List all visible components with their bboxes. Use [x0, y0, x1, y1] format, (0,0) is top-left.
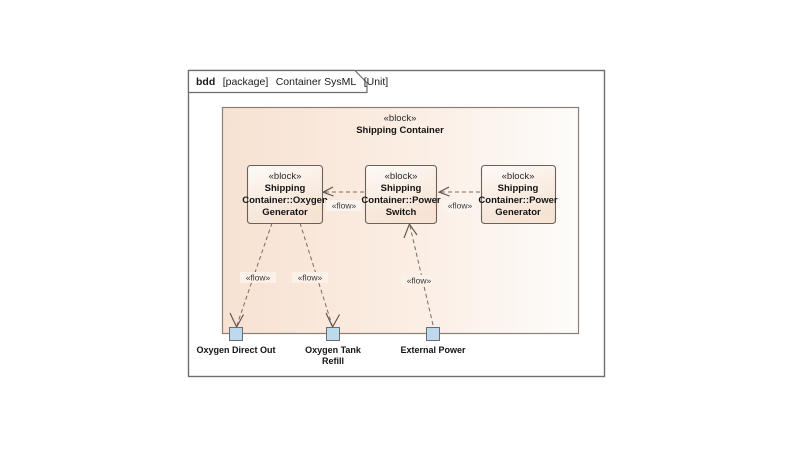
connector-oxygen-generator-to-direct-out [236, 222, 273, 326]
shipping-container-name: Shipping Container [356, 125, 444, 136]
port-oxygen-tank-refill-label-line2: Refill [322, 356, 344, 366]
frame-suffix: [Unit] [364, 76, 389, 88]
block-power-switch[interactable]: «block» Shipping Container::Power Switch [361, 164, 441, 225]
flow-label-text-4: «flow» [298, 273, 323, 283]
frame-name-tab [187, 69, 368, 94]
block-power-switch-name-line2: Container::Power [361, 195, 440, 206]
block-power-switch-name-line3: Switch [386, 207, 417, 218]
block-power-generator-name-line3: Generator [495, 207, 541, 218]
flow-label-text-3: «flow» [246, 273, 271, 283]
block-power-generator-stereotype: «block» [502, 171, 535, 182]
block-power-generator-box[interactable] [480, 164, 557, 225]
flow-label-plate-4 [292, 272, 328, 283]
flow-label-power-switch-to-oxygen-generator: «flow» [326, 200, 362, 211]
frame-name: Container SysML [276, 76, 357, 88]
block-oxygen-generator-name-line1: Shipping [265, 183, 306, 194]
block-oxygen-generator-box[interactable] [246, 164, 324, 225]
block-power-generator[interactable]: «block» Shipping Container::Power Genera… [478, 164, 558, 225]
block-oxygen-generator-name-line3: Generator [262, 207, 308, 218]
flow-label-oxygen-generator-to-tank-refill: «flow» [292, 272, 328, 283]
block-power-generator-name-line2: Container::Power [478, 195, 557, 206]
flow-label-text-1: «flow» [332, 201, 357, 211]
flow-label-text-5: «flow» [407, 276, 432, 286]
port-oxygen-direct-out[interactable]: Oxygen Direct Out [196, 327, 276, 356]
flow-label-oxygen-generator-to-direct-out: «flow» [240, 272, 276, 283]
block-power-generator-name-line1: Shipping [498, 183, 539, 194]
frame-qualifier: [package] [223, 76, 269, 88]
block-oxygen-generator[interactable]: «block» Shipping Container::Oxygen Gener… [242, 164, 328, 225]
block-power-switch-name-line1: Shipping [381, 183, 422, 194]
port-oxygen-direct-out-label: Oxygen Direct Out [196, 345, 275, 355]
flow-label-external-power-to-power-switch: «flow» [401, 275, 437, 286]
port-oxygen-tank-refill-label-line1: Oxygen Tank [305, 345, 362, 355]
port-external-power-square[interactable] [426, 327, 440, 341]
arrowhead-to-power-switch [437, 186, 450, 197]
port-external-power[interactable]: External Power [400, 327, 466, 356]
port-oxygen-direct-out-square[interactable] [229, 327, 243, 341]
block-power-switch-box[interactable] [364, 164, 438, 225]
block-oxygen-generator-stereotype: «block» [269, 171, 302, 182]
block-power-switch-stereotype: «block» [385, 171, 418, 182]
block-oxygen-generator-name-line2: Container::Oxygen [242, 195, 328, 206]
connector-oxygen-generator-to-tank-refill [299, 222, 333, 326]
port-external-power-label: External Power [400, 345, 466, 355]
frame-kind: bdd [196, 76, 215, 88]
flow-label-plate-1 [326, 200, 362, 211]
flow-label-plate-5 [401, 275, 437, 286]
port-oxygen-tank-refill[interactable]: Oxygen Tank Refill [305, 327, 362, 367]
shipping-container-stereotype: «block» [384, 113, 417, 124]
flow-label-text-2: «flow» [448, 201, 473, 211]
flow-label-plate-3 [240, 272, 276, 283]
frame-label: bdd [package] Container SysML [Unit] [196, 72, 388, 89]
flow-label-plate-2 [442, 200, 478, 211]
flow-label-power-generator-to-power-switch: «flow» [442, 200, 478, 211]
port-oxygen-tank-refill-square[interactable] [326, 327, 340, 341]
